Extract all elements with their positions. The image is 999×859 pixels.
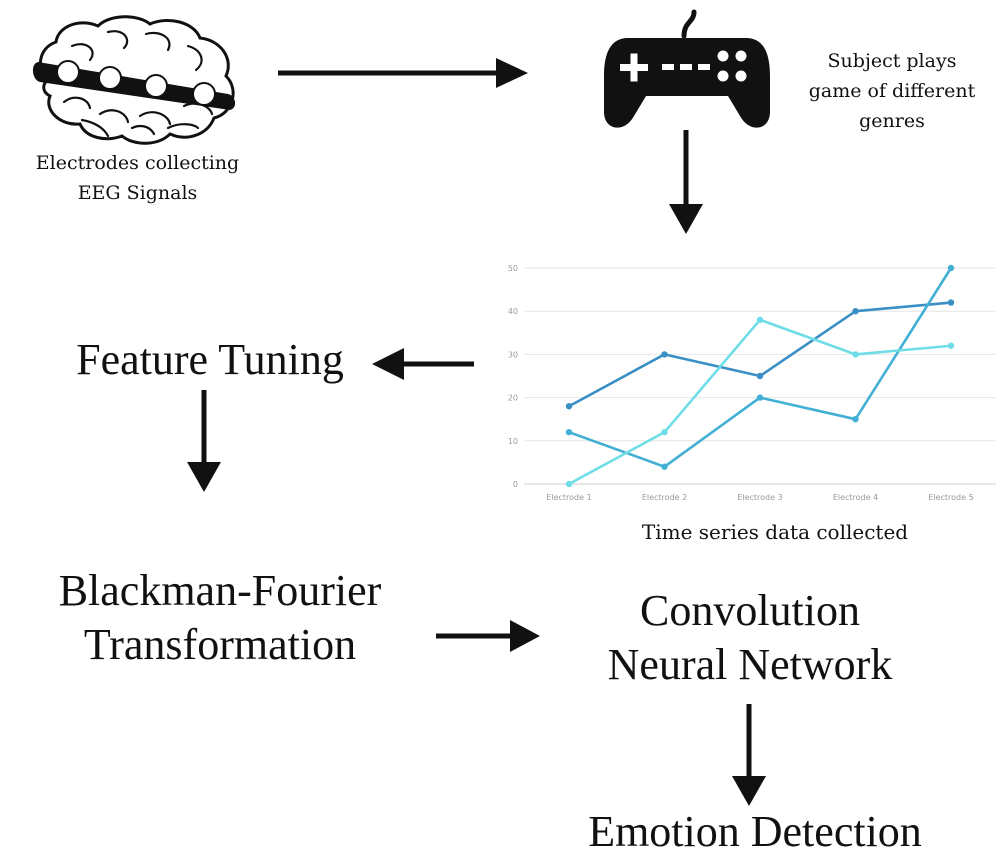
x-tick-label: Electrode 5 <box>928 493 973 502</box>
x-tick-label: Electrode 4 <box>833 493 878 502</box>
series-line-3 <box>568 318 952 486</box>
x-tick-label: Electrode 3 <box>737 493 782 502</box>
cnn-label-line2: Neural Network <box>607 640 893 689</box>
subject-label-line3: genres <box>859 110 925 132</box>
y-tick-label: 30 <box>508 350 518 359</box>
arrow-brain-to-gamepad <box>278 58 528 88</box>
series-2-point <box>565 428 573 436</box>
y-tick-label: 50 <box>508 264 518 273</box>
subject-label-line1: Subject plays <box>827 50 957 72</box>
series-3-point <box>661 428 668 436</box>
arrow-gamepad-to-chart <box>669 130 703 234</box>
electrodes-label-line1: Electrodes collecting <box>35 152 240 174</box>
series-3-point <box>852 351 859 358</box>
arrow-cnn-to-emotion <box>732 704 766 806</box>
arrow-chart-to-feature-tuning <box>372 348 474 380</box>
series-1-point <box>565 403 573 410</box>
series-1-point <box>947 299 955 306</box>
feature-tuning-label: Feature Tuning <box>76 335 344 384</box>
gamepad-icon <box>604 9 770 128</box>
series-2-point <box>852 416 859 423</box>
electrodes-label-line2: EEG Signals <box>77 182 198 204</box>
blackman-label-line2: Transformation <box>83 620 357 669</box>
arrow-feature-tuning-to-blackman <box>187 390 221 492</box>
series-3-point <box>565 480 573 488</box>
y-tick-label: 10 <box>508 437 518 446</box>
blackman-label-line1: Blackman-Fourier <box>58 566 382 615</box>
series-1-point <box>661 351 668 358</box>
series-2-point <box>756 394 764 401</box>
y-tick-label: 20 <box>508 394 518 403</box>
cnn-label-line1: Convolution <box>639 586 861 635</box>
series-1-point <box>756 372 764 380</box>
series-1-point <box>852 308 859 315</box>
y-tick-label: 0 <box>513 480 518 489</box>
arrow-blackman-to-cnn <box>436 620 540 652</box>
y-tick-label: 40 <box>508 307 518 316</box>
series-2-point <box>947 264 955 272</box>
series-line-2 <box>568 267 953 469</box>
x-tick-label: Electrode 1 <box>546 493 591 502</box>
time-series-label: Time series data collected <box>641 520 909 544</box>
series-2-point <box>661 463 668 470</box>
x-tick-label: Electrode 2 <box>642 493 687 502</box>
series-3-point <box>756 316 764 324</box>
emotion-detection-label: Emotion Detection <box>588 807 922 856</box>
time-series-chart: 0 10 20 30 40 50 Electrode 1 Electrode 2 Electr… <box>508 264 996 502</box>
brain-icon <box>32 15 236 145</box>
series-3-point <box>947 342 955 349</box>
subject-label-line2: game of different <box>808 80 976 102</box>
